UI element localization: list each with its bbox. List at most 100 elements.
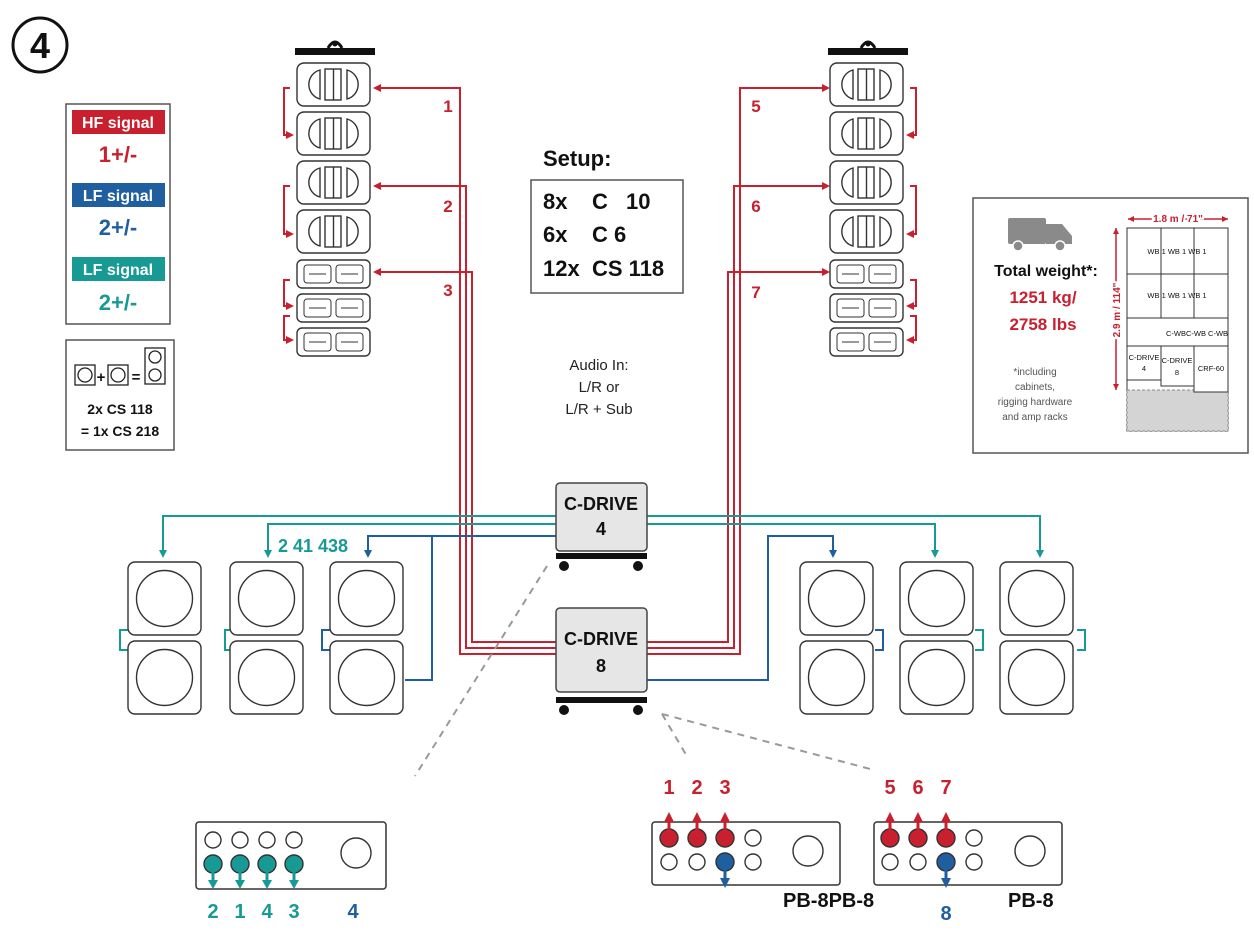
- setup-model: C 6: [592, 222, 626, 247]
- connector-panel-pb8-left: 1 2 3 PB-8PB-8: [651, 777, 874, 912]
- panel-channel-number: 3: [719, 777, 730, 799]
- amp-number: 8: [596, 656, 606, 676]
- equivalence-line1: 2x CS 118: [87, 401, 153, 417]
- panel-channel-number: 4: [261, 901, 273, 923]
- weight-note: rigging hardware: [998, 397, 1073, 408]
- weight-lbs: 2758 lbs: [1009, 315, 1076, 334]
- setup-title: Setup:: [543, 146, 611, 171]
- equivalence-line2: = 1x CS 218: [81, 423, 159, 439]
- load-row: WB 1 WB 1 WB 1: [1147, 247, 1206, 256]
- amp-name: C-DRIVE: [564, 629, 638, 649]
- hf-channel-label: 1: [443, 97, 452, 116]
- small-cabinet: [296, 293, 371, 323]
- setup-model: CS 118: [592, 256, 664, 281]
- sub-single-icon: [107, 364, 129, 386]
- load-cell: 4: [1142, 364, 1146, 373]
- lf-signal-value-blue: 2+/-: [99, 215, 138, 240]
- amp-name: C-DRIVE: [564, 494, 638, 514]
- panel-channel-number: 5: [884, 777, 895, 799]
- small-cabinet: [829, 259, 904, 289]
- left-line-array: [283, 40, 375, 357]
- lf-signal-value-teal: 2+/-: [99, 290, 138, 315]
- weight-note: *including: [1013, 367, 1056, 378]
- truck-icon: [1008, 218, 1072, 252]
- connector-panel-cdrive4: 2 1 4 3 4: [195, 821, 387, 923]
- hf-cabinet: [829, 160, 904, 205]
- panel-channel-number: 1: [663, 777, 674, 799]
- setup-box: Setup: 8x C 10 6x C 6 12x CS 118: [530, 146, 684, 294]
- hf-cabinet: [829, 62, 904, 107]
- load-cell: 8: [1175, 368, 1179, 377]
- load-cell: C-DRIVE: [1129, 353, 1160, 362]
- weight-title: Total weight*:: [994, 263, 1098, 280]
- amp-rack-8: C-DRIVE 8: [555, 607, 648, 715]
- hf-cabinet: [296, 111, 371, 156]
- cs118-equivalence: + = 2x CS 118 = 1x CS 218: [65, 339, 175, 451]
- panel-model-label: PB-8PB-8: [783, 890, 874, 912]
- small-cabinet: [829, 293, 904, 323]
- equals-sign: =: [132, 369, 141, 386]
- step-number: 4: [30, 25, 50, 66]
- subwoofer-stacks: [127, 561, 1074, 715]
- subwoofer-stack: [899, 561, 974, 715]
- right-line-array: [828, 40, 917, 357]
- load-cell: CRF-60: [1198, 364, 1224, 373]
- hf-cabinet: [296, 62, 371, 107]
- lf-cables: [119, 515, 1086, 681]
- panel-channel-number: 3: [288, 901, 299, 923]
- audio-in-line: L/R + Sub: [565, 401, 632, 418]
- panel-channel-number: 7: [940, 777, 951, 799]
- callout-lines: [414, 565, 875, 777]
- hf-signal-value: 1+/-: [99, 142, 138, 167]
- small-cabinet: [829, 327, 904, 357]
- weight-box: Total weight*: 1251 kg/ 2758 lbs *includ…: [972, 197, 1249, 454]
- amp-number: 4: [596, 519, 606, 539]
- small-cabinet: [296, 327, 371, 357]
- height-dimension: 2.9 m / 114": [1112, 282, 1123, 337]
- panel-channel-number: 1: [234, 901, 245, 923]
- setup-model: C: [592, 189, 608, 214]
- weight-kg: 1251 kg/: [1009, 288, 1076, 307]
- subwoofer-stack: [799, 561, 874, 715]
- panel-channel-number: 6: [912, 777, 923, 799]
- lf-signal-title-teal: LF signal: [83, 262, 153, 279]
- hf-channel-label: 3: [443, 281, 452, 300]
- subwoofer-stack: [229, 561, 304, 715]
- setup-qty: 8x: [543, 189, 568, 214]
- audio-in-line: L/R or: [579, 379, 620, 396]
- hf-cabinet: [296, 209, 371, 254]
- hf-signal-title: HF signal: [82, 115, 154, 132]
- load-row: WB 1 WB 1 WB 1: [1147, 291, 1206, 300]
- step-badge: 4: [11, 16, 69, 74]
- panel-channel-number: 4: [347, 901, 359, 923]
- load-plan: WB 1 WB 1 WB 1 WB 1 WB 1 WB 1 C-WBC-WB C…: [1126, 227, 1229, 432]
- panel-channel-number: 2: [207, 901, 218, 923]
- hf-cabinet: [829, 209, 904, 254]
- weight-note: cabinets,: [1015, 382, 1055, 393]
- width-dimension: 1.8 m / 71": [1153, 214, 1203, 225]
- setup-qty: 12x: [543, 256, 580, 281]
- lf-signal-title-blue: LF signal: [83, 188, 153, 205]
- small-cabinet: [296, 259, 371, 289]
- hf-channel-label: 5: [751, 97, 760, 116]
- load-row: C-WBC-WB C-WB: [1166, 329, 1228, 338]
- panel-channel-number: 2: [691, 777, 702, 799]
- panel-channel-number: 8: [940, 903, 951, 925]
- panel-model-label: PB-8: [1008, 890, 1054, 912]
- subwoofer-stack: [329, 561, 404, 715]
- sub-double-icon: [144, 347, 166, 385]
- hf-channel-label: 6: [751, 197, 760, 216]
- sub-single-icon: [74, 364, 96, 386]
- hf-cables-right: [647, 84, 830, 655]
- weight-note: and amp racks: [1002, 412, 1068, 423]
- setup-qty: 6x: [543, 222, 568, 247]
- connector-panel-pb8-right: 5 6 7 8 PB-8: [873, 777, 1063, 925]
- hf-cabinet: [296, 160, 371, 205]
- hf-channel-label: 7: [751, 283, 760, 302]
- amp-rack-4: C-DRIVE 4: [555, 482, 648, 571]
- audio-in-note: Audio In: L/R or L/R + Sub: [565, 357, 632, 418]
- subwoofer-stack: [999, 561, 1074, 715]
- hf-cables-left: [373, 84, 556, 655]
- hf-cabinet: [829, 111, 904, 156]
